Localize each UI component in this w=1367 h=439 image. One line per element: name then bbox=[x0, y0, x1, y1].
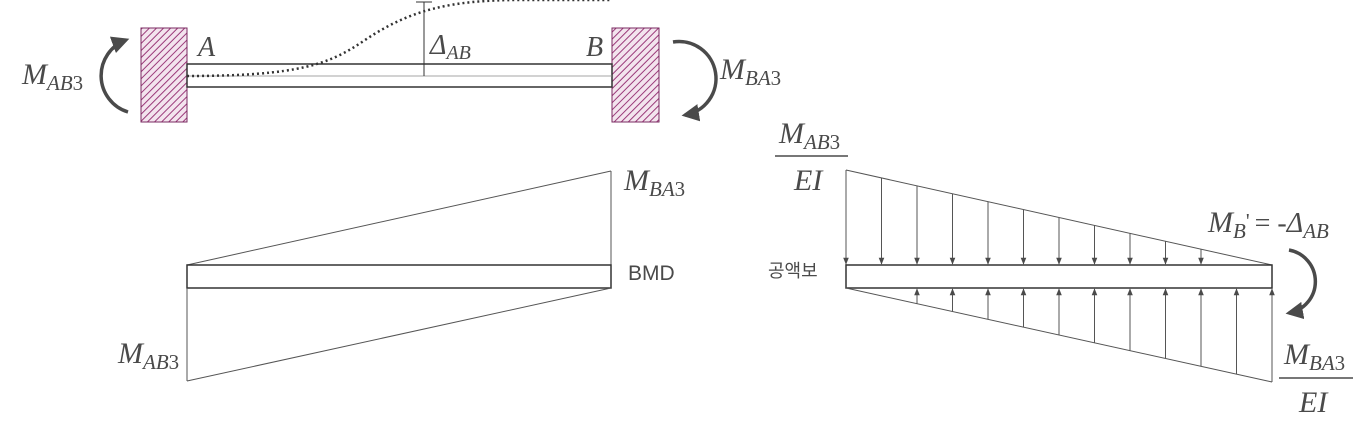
left-wall-support bbox=[140, 27, 188, 123]
left-load-denominator: EI bbox=[793, 164, 824, 197]
moment-arrow-right-icon bbox=[672, 39, 718, 122]
bmd-label: BMD bbox=[628, 262, 675, 285]
bmd-moment-label-right: MBA3 bbox=[623, 164, 685, 201]
upward-load-arrows bbox=[914, 288, 1275, 382]
end-label-a: A bbox=[196, 32, 216, 63]
left-load-numerator: MAB3 bbox=[778, 117, 840, 154]
conjugate-beam-member bbox=[845, 264, 1273, 289]
moment-label-right: MBA3 bbox=[719, 53, 781, 90]
beam-member bbox=[186, 63, 613, 88]
moment-arrow-left-icon bbox=[99, 36, 130, 114]
bmd-baseline-beam bbox=[186, 264, 612, 289]
end-label-b: B bbox=[586, 32, 603, 63]
right-wall-support bbox=[611, 27, 660, 123]
left-load-fraction: MAB3 EI bbox=[775, 117, 848, 197]
conjugate-end-moment-label: MB'= -ΔAB bbox=[1207, 206, 1329, 243]
bmd-figure: BMD MBA3 MAB3 bbox=[117, 164, 685, 382]
deflection-subscript: AB bbox=[444, 42, 470, 64]
right-load-denominator: EI bbox=[1298, 386, 1329, 419]
moment-label-left: MAB3 bbox=[21, 58, 83, 95]
bmd-top-sloped-line bbox=[186, 170, 612, 266]
bmd-moment-label-left: MAB3 bbox=[117, 337, 179, 374]
deflection-symbol: Δ bbox=[429, 30, 446, 61]
deflection-label: ΔAB bbox=[429, 30, 471, 64]
right-load-fraction: MBA3 EI bbox=[1279, 338, 1353, 419]
right-load-numerator: MBA3 bbox=[1283, 338, 1345, 375]
conjugate-end-moment-arrow-icon bbox=[1285, 248, 1318, 320]
fixed-beam-figure: A B ΔAB MAB3 MBA3 bbox=[21, 0, 781, 123]
bmd-bottom-sloped-line bbox=[186, 287, 612, 382]
conjugate-beam-label: 공액보 bbox=[768, 261, 818, 281]
conjugate-beam-figure: 공액보 MAB3 EI MBA3 EI MB'= -ΔAB bbox=[768, 117, 1353, 419]
downward-load-arrows bbox=[843, 170, 1204, 265]
